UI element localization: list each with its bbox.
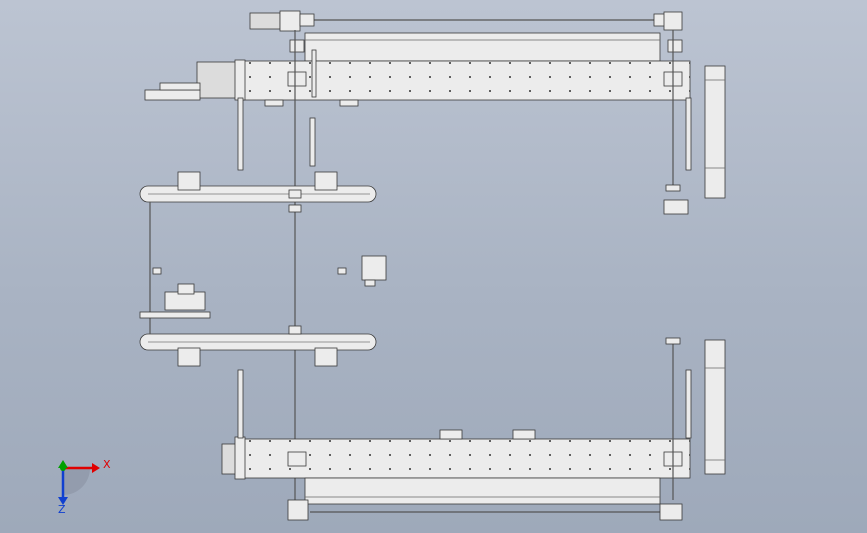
left-sensor bbox=[152, 267, 162, 275]
lower-belt-pulley bbox=[288, 325, 302, 335]
top-left-bracket bbox=[144, 89, 201, 101]
top-coupling-left bbox=[299, 13, 315, 27]
bottom-bump-1 bbox=[439, 429, 463, 440]
bottom-left-endplate bbox=[234, 436, 246, 480]
top-mid-post bbox=[309, 117, 316, 167]
top-bearing-right bbox=[667, 39, 683, 53]
top-right-roller-column bbox=[704, 65, 726, 199]
transfer-motor-base bbox=[139, 311, 211, 319]
top-mid-plate bbox=[311, 49, 317, 98]
top-left-endplate bbox=[234, 59, 246, 101]
transfer-motor-module bbox=[164, 291, 206, 311]
top-foot-1 bbox=[264, 99, 284, 107]
top-motor bbox=[249, 12, 281, 30]
top-gearbox bbox=[279, 10, 301, 32]
upper-belt-bracket-left bbox=[177, 171, 201, 191]
top-bearing-left bbox=[289, 39, 305, 53]
bottom-bump-2 bbox=[512, 429, 536, 440]
top-shaft-block-left bbox=[287, 71, 307, 87]
top-left-drive bbox=[196, 61, 238, 99]
upper-belt-tensioner bbox=[288, 204, 302, 213]
upper-belt-pulley bbox=[288, 189, 302, 199]
bottom-right-gearbox bbox=[659, 503, 683, 521]
top-upper-rail bbox=[304, 32, 661, 62]
top-conveyor bbox=[144, 10, 726, 215]
bottom-shaft-block-left bbox=[287, 451, 307, 467]
upper-belt-bracket-right bbox=[314, 171, 338, 191]
top-left-post bbox=[237, 97, 244, 171]
transfer-motor-top bbox=[177, 283, 195, 295]
center-sensor bbox=[337, 267, 347, 275]
bottom-right-roller-column bbox=[704, 339, 726, 475]
triad-z-label: Z bbox=[58, 503, 66, 516]
bottom-left-post bbox=[237, 369, 244, 439]
top-right-gearbox bbox=[663, 11, 683, 31]
lower-belt-bracket-right bbox=[314, 347, 338, 367]
triad-y-axis bbox=[58, 460, 68, 468]
triad-x-label: X bbox=[103, 458, 111, 471]
bottom-right-post bbox=[685, 369, 692, 439]
center-actuator bbox=[361, 255, 387, 281]
bottom-conveyor bbox=[221, 337, 726, 521]
top-right-sensor bbox=[663, 199, 689, 215]
lower-belt-bracket-left bbox=[177, 347, 201, 367]
bottom-left-gearbox bbox=[287, 499, 309, 521]
bottom-right-sensor-bracket bbox=[665, 337, 681, 345]
top-left-bracket-upper bbox=[159, 82, 201, 91]
center-actuator-base bbox=[364, 279, 376, 287]
bottom-lower-rail bbox=[304, 477, 661, 505]
top-right-post bbox=[685, 97, 692, 171]
top-foot-2 bbox=[339, 99, 359, 107]
middle-section bbox=[139, 30, 387, 500]
top-right-sensor-bracket bbox=[665, 184, 681, 192]
coordinate-triad-icon bbox=[58, 460, 100, 505]
